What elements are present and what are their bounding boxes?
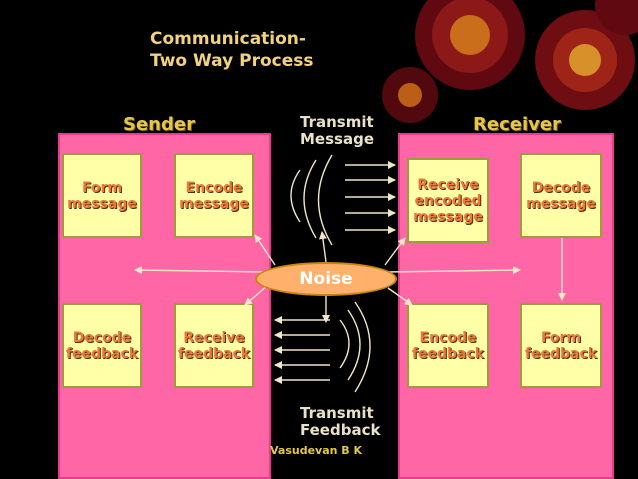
receive-feedback-box: Receive feedback [174,303,254,388]
encode-message-box: Encode message [174,153,254,238]
transmit-message-label: Transmit Message [300,113,374,148]
decode-feedback-box: Decode feedback [62,303,142,388]
decode-message-box: Decode message [520,153,602,238]
encode-feedback-box: Encode feedback [407,303,489,388]
receive-encoded-message-box: Receive encoded message [407,158,489,243]
sender-label: Sender [123,114,195,135]
transmit-feedback-label: Transmit Feedback [300,404,381,439]
author-credit: Vasudevan B K [270,444,363,457]
noise-node: Noise [255,262,397,296]
form-message-box: Form message [62,153,142,238]
diagram-title: Communication- Two Way Process [150,29,314,71]
form-feedback-box: Form feedback [520,303,602,388]
receiver-label: Receiver [473,114,561,135]
